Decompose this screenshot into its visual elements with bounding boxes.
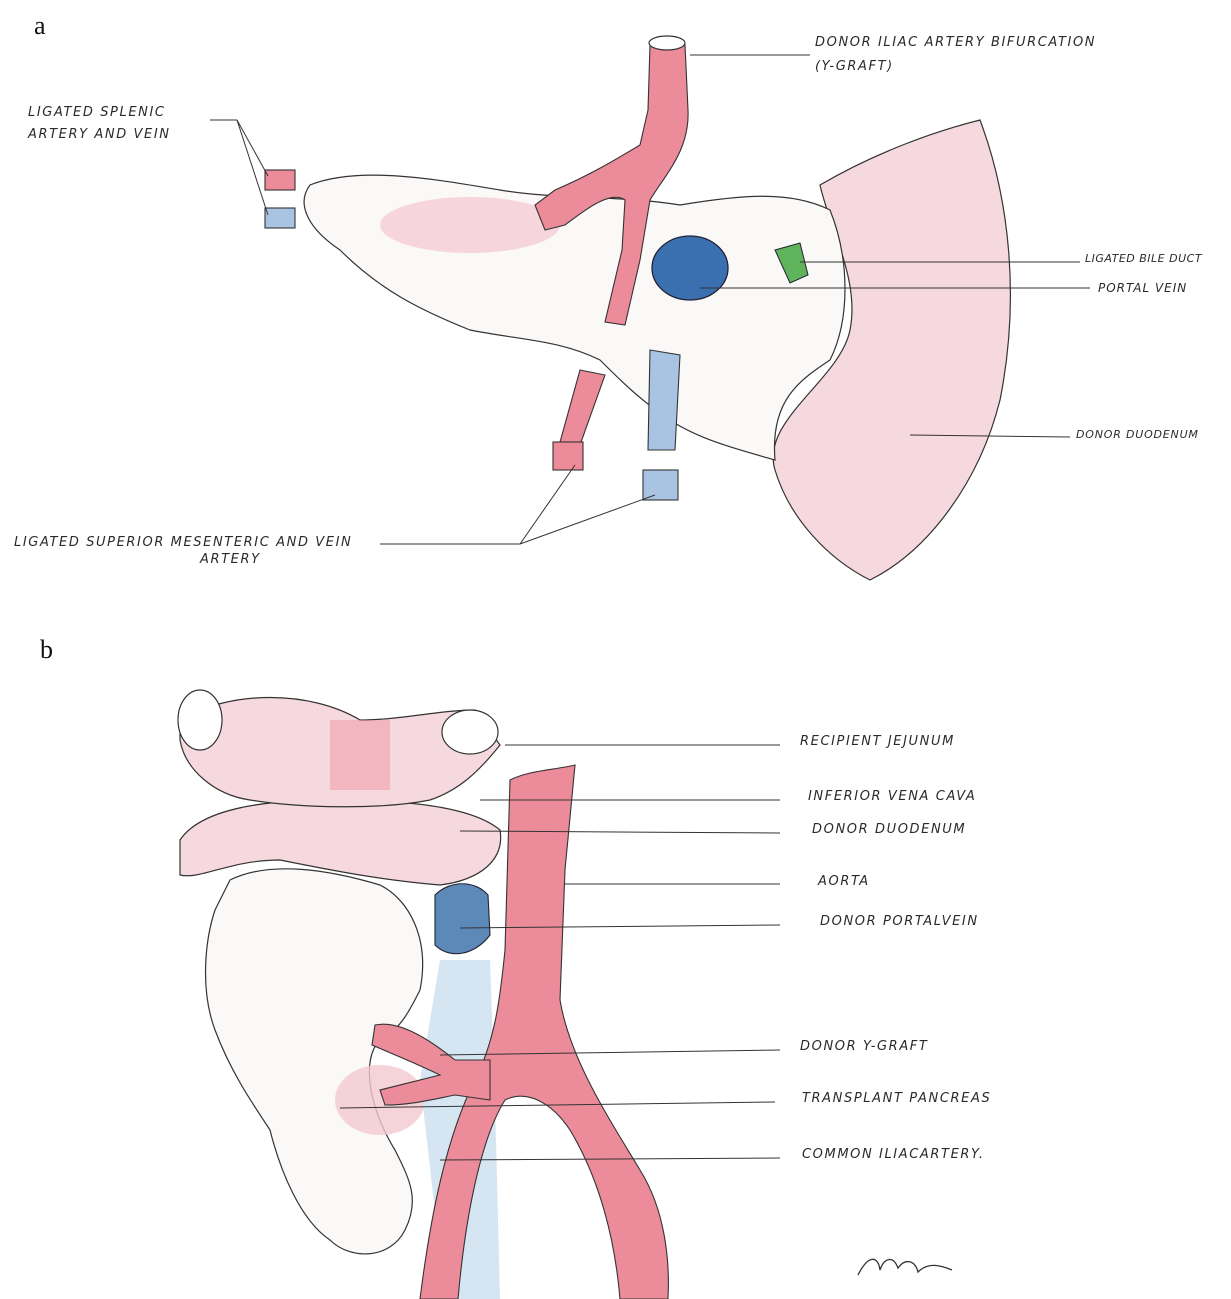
portal-vein-a — [652, 236, 728, 300]
leader-sma-1 — [520, 465, 575, 544]
label-jejunum: RECIPIENT JEJUNUM — [800, 734, 955, 749]
label-splenic-2: ARTERY AND VEIN — [27, 127, 171, 142]
jejunum-opening-left — [178, 690, 222, 750]
label-common-iliac: COMMON ILIACARTERY. — [802, 1147, 985, 1162]
smv-stump — [643, 470, 678, 500]
transplant-pancreas-b — [206, 869, 423, 1254]
label-pancreas: TRANSPLANT PANCREAS — [802, 1091, 991, 1106]
label-y-graft: DONOR Y-GRAFT — [800, 1039, 928, 1054]
smv-a — [648, 350, 680, 450]
panel-b-letter: b — [40, 635, 53, 664]
label-sma-1: LIGATED SUPERIOR MESENTERIC AND VEIN — [14, 535, 352, 550]
label-bile-duct: LIGATED BILE DUCT — [1085, 252, 1203, 265]
label-duodenum-b: DONOR DUODENUM — [812, 822, 966, 837]
label-splenic-1: LIGATED SPLENIC — [28, 105, 166, 120]
label-iliac-2: (Y-GRAFT) — [815, 59, 894, 74]
artist-signature — [858, 1259, 952, 1275]
splenic-vein-stump — [265, 208, 295, 228]
portal-vein-b — [435, 884, 490, 954]
label-sma-2: ARTERY — [199, 552, 261, 567]
panel-a-letter: a — [34, 11, 46, 40]
leader-sma-2 — [520, 495, 655, 544]
jejunum-opening-right — [442, 710, 498, 754]
donor-duodenum-b — [180, 800, 501, 885]
jejunum-wash — [330, 720, 390, 790]
y-graft-opening — [649, 36, 685, 50]
splenic-artery-stump — [265, 170, 295, 190]
label-aorta: AORTA — [817, 874, 870, 889]
label-portal-vein-a: PORTAL VEIN — [1098, 281, 1187, 295]
label-ivc: INFERIOR VENA CAVA — [808, 789, 976, 804]
sma-stump — [553, 442, 583, 470]
label-iliac-1: DONOR ILIAC ARTERY BIFURCATION — [815, 35, 1096, 50]
pancreas-wash — [380, 197, 560, 253]
label-portal-vein-b: DONOR PORTALVEIN — [820, 914, 979, 929]
sma-a — [560, 370, 605, 445]
label-duodenum-a: DONOR DUODENUM — [1076, 428, 1199, 441]
